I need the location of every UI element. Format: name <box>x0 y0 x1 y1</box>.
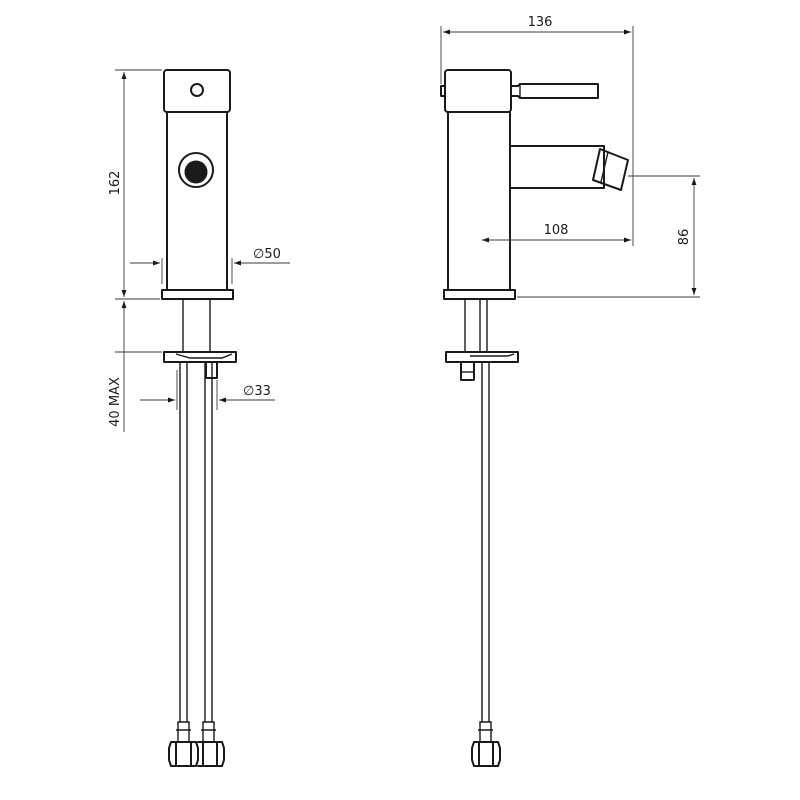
front-washer-shape <box>175 353 233 359</box>
front-body <box>166 111 228 291</box>
dim-label-40max: 40 MAX <box>108 377 123 427</box>
dim-label-86: 86 <box>677 229 692 246</box>
front-ferrule-1 <box>176 721 191 743</box>
side-view <box>440 69 629 767</box>
dim-label-108: 108 <box>544 223 569 238</box>
front-washer <box>163 351 237 363</box>
front-knob-outer <box>178 152 214 188</box>
side-cap-stub <box>440 85 446 97</box>
front-dimensions: 162 40 MAX ∅50 ∅33 <box>108 69 290 432</box>
side-ferrule <box>478 721 493 743</box>
side-spout-nozzle <box>592 148 629 191</box>
front-ferrule-2 <box>201 721 216 743</box>
front-knob-inner <box>184 160 208 184</box>
side-washer <box>445 351 519 363</box>
side-lever <box>510 83 599 99</box>
front-hex-fitting-left <box>168 741 199 767</box>
side-cap <box>444 69 512 113</box>
dim-label-136: 136 <box>528 15 553 30</box>
side-body <box>447 111 511 291</box>
dim-label-d33: ∅33 <box>243 384 271 399</box>
side-dimensions: 136 108 86 <box>440 15 700 298</box>
front-hex-fitting-right <box>197 741 225 767</box>
front-base <box>161 289 234 300</box>
front-cap-hole <box>190 83 204 97</box>
side-nut <box>460 361 475 381</box>
dim-label-d50: ∅50 <box>253 247 281 262</box>
dim-label-162: 162 <box>108 171 123 196</box>
side-hex-fitting <box>471 741 501 767</box>
front-cap <box>163 69 231 113</box>
front-view <box>161 69 237 767</box>
side-spout <box>509 145 605 189</box>
side-base <box>443 289 516 300</box>
